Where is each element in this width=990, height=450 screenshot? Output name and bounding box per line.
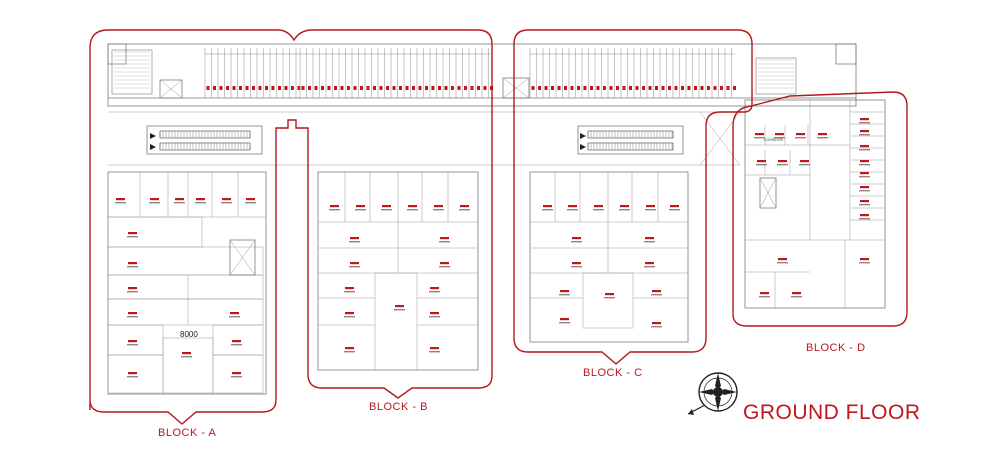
block-d-shops: CORRIDOR <box>744 99 886 309</box>
block-a-boundary <box>89 29 493 425</box>
block-d-boundary <box>732 91 908 327</box>
block-c-shops <box>529 171 689 343</box>
block-c-label: BLOCK - C <box>583 367 643 379</box>
svg-text:8000: 8000 <box>180 330 198 339</box>
block-b-shops <box>317 171 479 371</box>
block-a-shops: 8000 <box>107 171 267 395</box>
page-title: GROUND FLOOR <box>743 401 921 424</box>
block-c-boundary <box>513 29 753 365</box>
escalator-icon <box>146 125 684 155</box>
top-shop-strip <box>111 48 797 98</box>
compass-rose-icon <box>687 372 738 415</box>
lift-icon <box>159 77 530 99</box>
block-boundaries <box>89 29 908 425</box>
unit-labels <box>115 118 870 378</box>
block-b-label: BLOCK - B <box>369 401 428 413</box>
block-a-label: BLOCK - A <box>158 427 217 439</box>
block-d-label: BLOCK - D <box>806 342 866 354</box>
svg-text:CORRIDOR: CORRIDOR <box>764 138 784 142</box>
